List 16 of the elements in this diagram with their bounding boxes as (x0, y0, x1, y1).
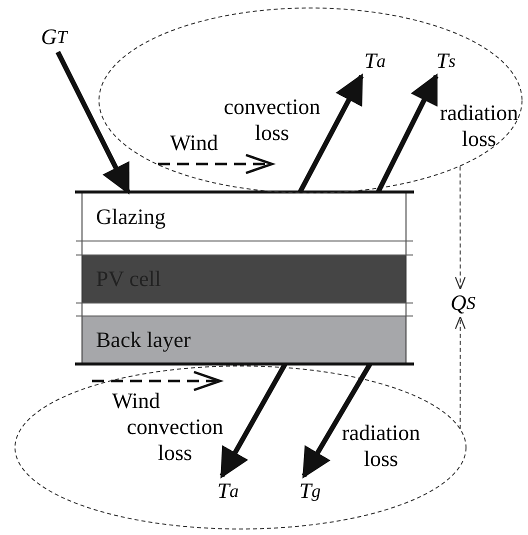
arrow (454, 316, 466, 430)
arrow (56, 50, 130, 195)
edge-label: convection loss (222, 94, 322, 146)
arrow (302, 362, 372, 479)
arrow (454, 166, 466, 290)
back-layer: Back layer (82, 316, 406, 364)
edge-label: radiation loss (340, 420, 422, 472)
dashed-ellipse (98, 7, 523, 194)
wind-label: Wind (170, 130, 218, 156)
wind-label: Wind (112, 388, 160, 414)
arrow (376, 73, 438, 194)
edge-label: radiation loss (438, 100, 520, 152)
edge-label: convection loss (126, 414, 224, 466)
arrow (220, 362, 288, 479)
arrow (298, 73, 364, 194)
dashed-ellipse (14, 365, 467, 530)
